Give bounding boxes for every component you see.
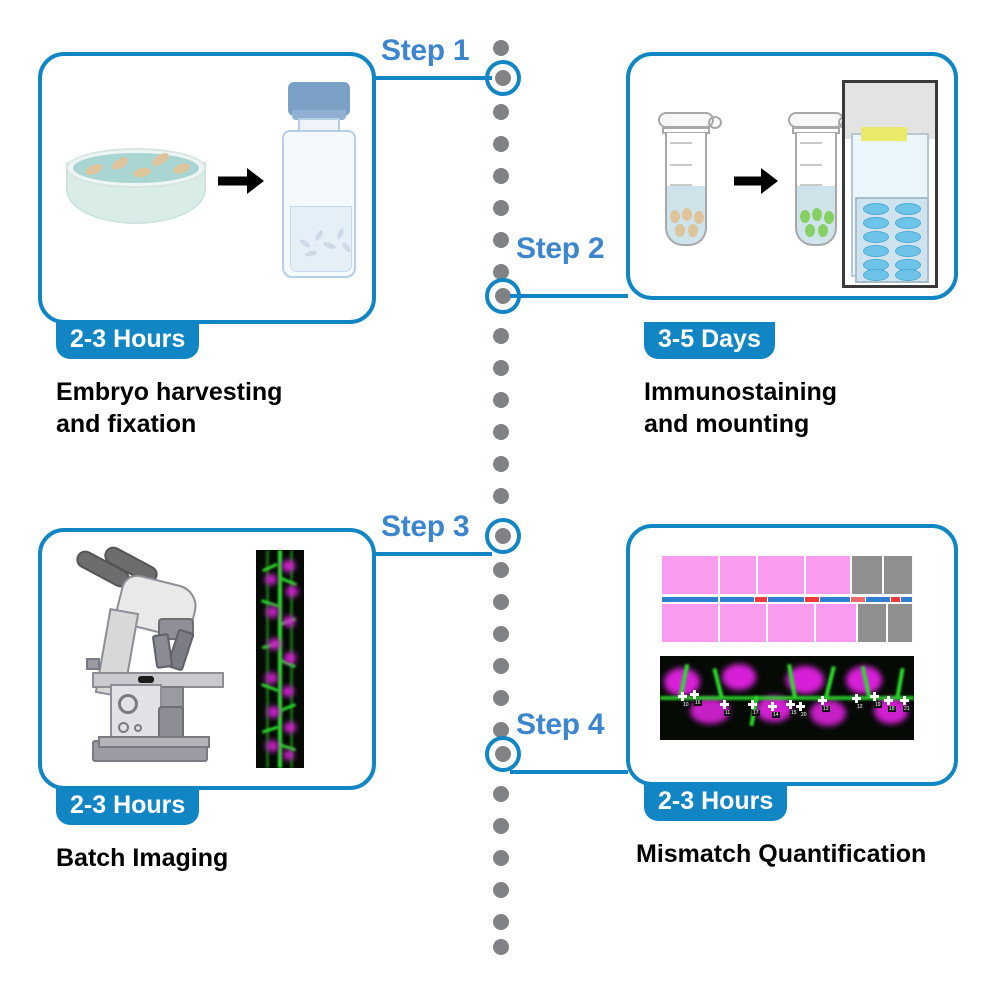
connector-step-3: [374, 552, 492, 556]
cell-mismatch-schematic: [660, 554, 914, 644]
microscope-icon: [62, 543, 254, 766]
connector-step-4: [510, 770, 628, 774]
step-caption-1: Embryo harvesting and fixation: [56, 378, 283, 438]
step-panel-4: 10 16 11 17 14 15 20 13 12 19 18 21: [626, 524, 958, 786]
step-panel-3: [38, 528, 376, 790]
duration-badge-2: 3-5 Days: [644, 322, 775, 359]
timeline-node-step-4[interactable]: [485, 736, 521, 772]
annotated-micrograph: 10 16 11 17 14 15 20 13 12 19 18 21: [660, 656, 914, 740]
step-caption-2: Immunostaining and mounting: [644, 378, 838, 438]
connector-step-1: [374, 76, 492, 80]
arrow-right-icon-1: [734, 168, 778, 194]
timeline-node-step-3[interactable]: [485, 518, 521, 554]
step-label-1: Step 1: [381, 34, 470, 67]
microscope-slide-icon: [842, 80, 938, 288]
arrow-right-icon: [218, 168, 264, 194]
step-panel-2: [626, 52, 958, 300]
petri-dish-icon: [66, 148, 206, 228]
duration-badge-4: 2-3 Hours: [644, 784, 788, 821]
duration-badge-3: 2-3 Hours: [56, 788, 200, 825]
step-label-2: Step 2: [516, 232, 605, 265]
fluorescence-micrograph-strip: [256, 550, 304, 768]
eppendorf-tube-icon-1: [656, 112, 722, 248]
step-panel-1: [38, 52, 376, 324]
step-label-3: Step 3: [381, 510, 470, 543]
duration-badge-1: 2-3 Hours: [56, 322, 200, 359]
connector-step-2: [510, 294, 628, 298]
step-caption-3: Batch Imaging: [56, 844, 229, 872]
specimen-vial-icon: [278, 82, 362, 282]
step-caption-4: Mismatch Quantification: [636, 840, 927, 868]
eppendorf-tube-icon-2: [786, 112, 852, 248]
timeline: [485, 40, 521, 955]
step-label-4: Step 4: [516, 708, 605, 741]
